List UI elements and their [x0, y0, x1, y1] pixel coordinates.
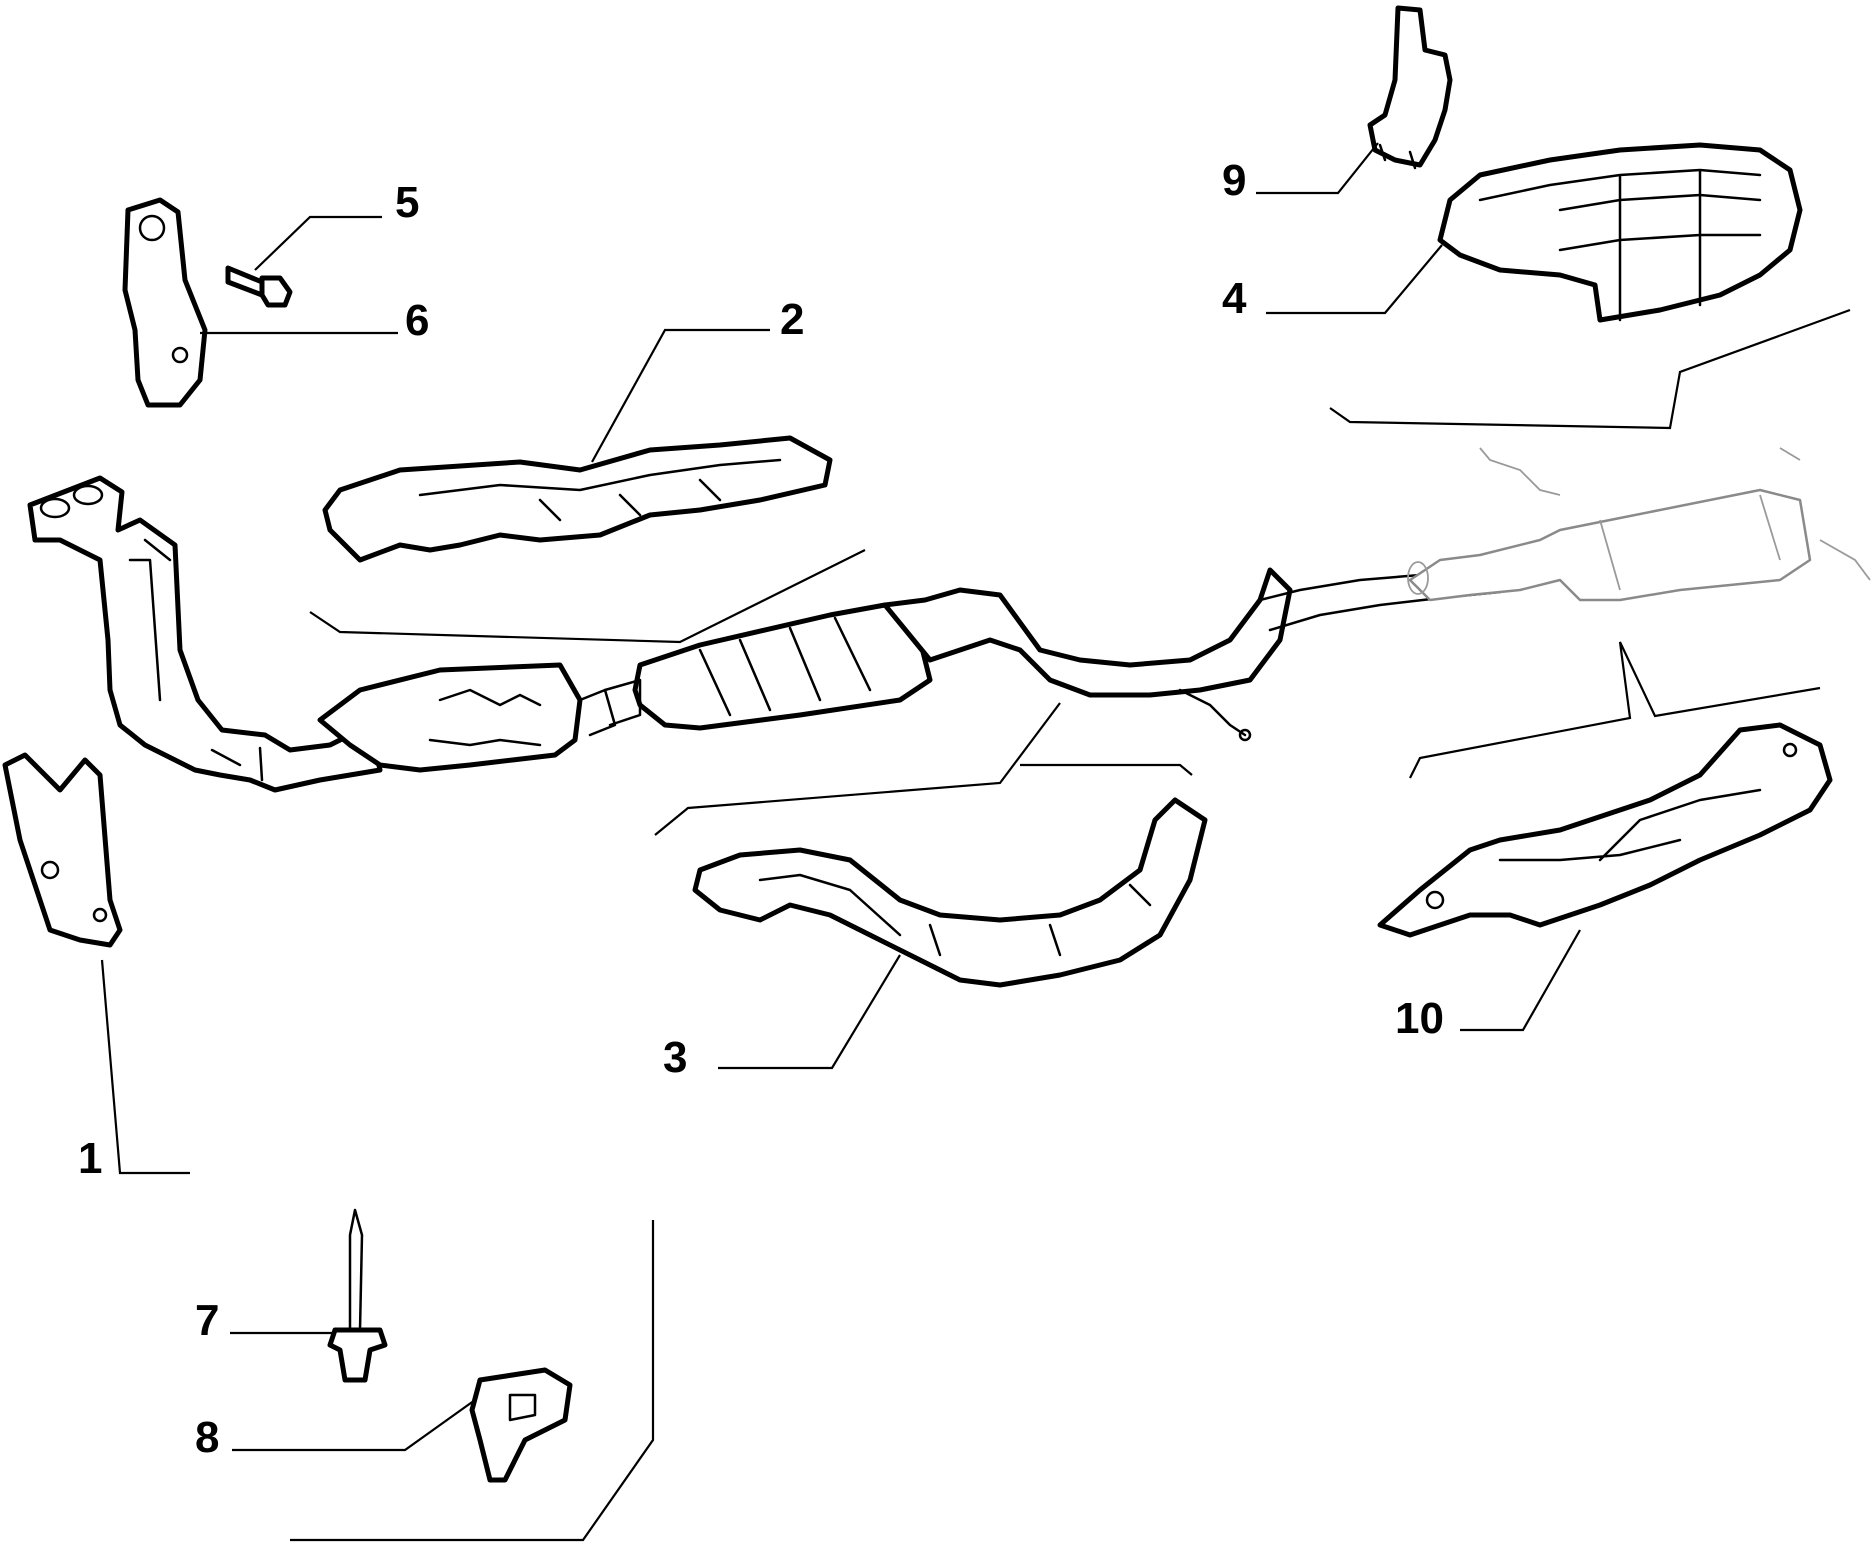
callout-labels: 1 2 3 4 5 6 7 8 9 10	[78, 156, 1444, 1462]
callout-5: 5	[395, 178, 419, 227]
callout-6: 6	[405, 296, 429, 345]
callout-3: 3	[663, 1033, 687, 1082]
leader-3	[718, 954, 901, 1070]
leader-10	[1460, 929, 1581, 1032]
intermediate-pipe	[882, 558, 1592, 742]
callout-10: 10	[1395, 994, 1444, 1043]
callout-8: 8	[195, 1413, 219, 1462]
part-8-grommet	[469, 1367, 573, 1483]
callout-4: 4	[1222, 274, 1247, 323]
part-4-rear-upper-heat-shield	[1437, 142, 1803, 323]
callout-2: 2	[780, 295, 804, 344]
rear-silencer-ghost	[1407, 447, 1871, 602]
leader-4	[1266, 244, 1443, 315]
part-2-upper-heat-shield	[322, 435, 833, 563]
leader-2	[591, 328, 770, 463]
part-10-rear-lower-heat-shield	[1377, 722, 1833, 938]
exhaust-assembly	[27, 447, 1871, 793]
group-brackets	[290, 308, 1851, 1542]
front-downpipe	[27, 475, 383, 793]
leader-1	[100, 959, 190, 1175]
part-5-bolt	[225, 265, 293, 308]
callout-9: 9	[1222, 156, 1246, 205]
part-3-middle-heat-shield	[692, 797, 1208, 988]
part-1-heat-shield-bracket	[2, 752, 123, 948]
leader-8	[232, 1399, 476, 1452]
middle-silencer	[603, 602, 933, 731]
leader-5	[254, 215, 382, 271]
leader-9	[1256, 142, 1379, 195]
leader-lines	[100, 142, 1581, 1452]
part-7-rivet	[327, 1208, 388, 1383]
catalytic-converter-front	[317, 662, 617, 773]
part-6-mounting-bracket	[122, 197, 208, 408]
callout-7: 7	[195, 1296, 219, 1345]
callout-1: 1	[78, 1134, 102, 1183]
part-9-hanger-bracket	[1367, 5, 1453, 170]
